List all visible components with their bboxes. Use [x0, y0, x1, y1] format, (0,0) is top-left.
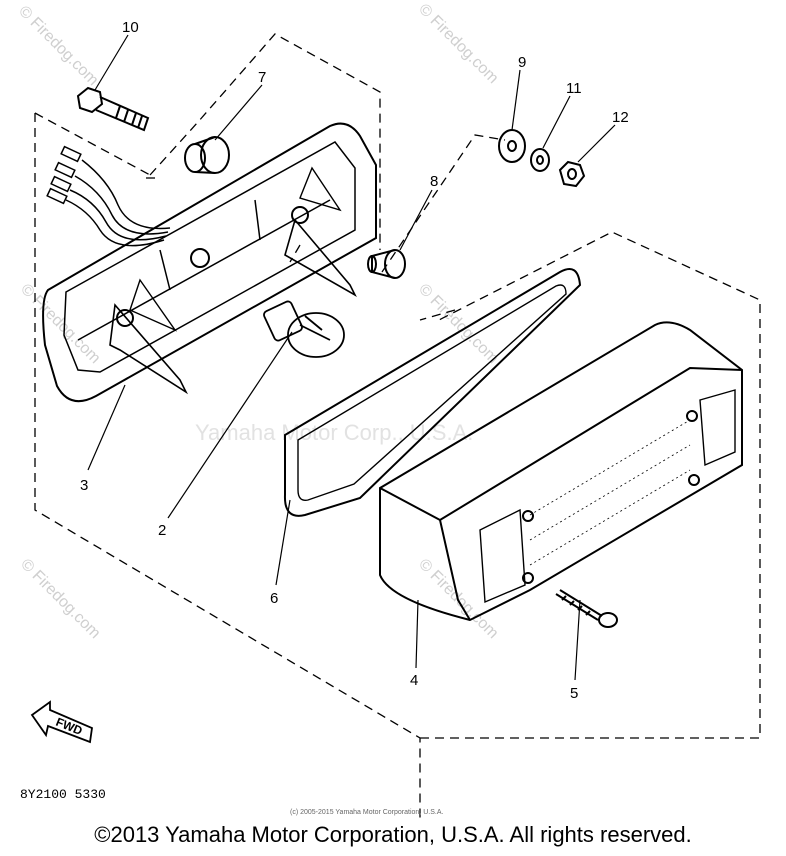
- callout-6: 6: [270, 590, 278, 607]
- callout-4: 4: [410, 672, 418, 689]
- part-code: 8Y2100 5330: [20, 787, 106, 802]
- leader-lines: [87, 34, 616, 681]
- callout-12: 12: [612, 109, 629, 126]
- side-watermark-2: © Firedog.com: [415, 1, 501, 87]
- wire-harness: [46, 145, 171, 247]
- washer: [498, 129, 526, 163]
- callout-8: 8: [430, 173, 438, 190]
- callout-11: 11: [566, 80, 582, 97]
- callout-3: 3: [80, 477, 88, 494]
- lens: [379, 321, 743, 622]
- fwd-arrow: FWD: [30, 700, 93, 744]
- side-watermark-5: © Firedog.com: [17, 556, 103, 642]
- assembly-outline: [34, 33, 761, 820]
- callout-5: 5: [570, 685, 578, 702]
- grommet: [184, 136, 230, 174]
- collar: [367, 249, 406, 279]
- callout-9: 9: [518, 54, 526, 71]
- lamp-housing: [42, 122, 377, 403]
- center-watermark: Yamaha Motor Corp., U.S.A.: [195, 420, 473, 445]
- callout-7: 7: [258, 69, 266, 86]
- gasket: [283, 268, 582, 517]
- bolt-top: [76, 86, 150, 132]
- bulb: [263, 300, 345, 358]
- callout-10: 10: [122, 19, 139, 36]
- screw: [555, 589, 618, 628]
- side-watermark-3: © Firedog.com: [17, 281, 103, 367]
- copyright-notice: ©2013 Yamaha Motor Corporation, U.S.A. A…: [94, 822, 692, 847]
- nut: [558, 160, 586, 188]
- lock-washer: [530, 148, 550, 172]
- callout-2: 2: [158, 522, 166, 539]
- side-watermark-1: © Firedog.com: [15, 3, 101, 89]
- small-copyright: (c) 2005-2015 Yamaha Motor Corporation, …: [290, 809, 443, 816]
- side-watermark-4: © Firedog.com: [415, 281, 501, 367]
